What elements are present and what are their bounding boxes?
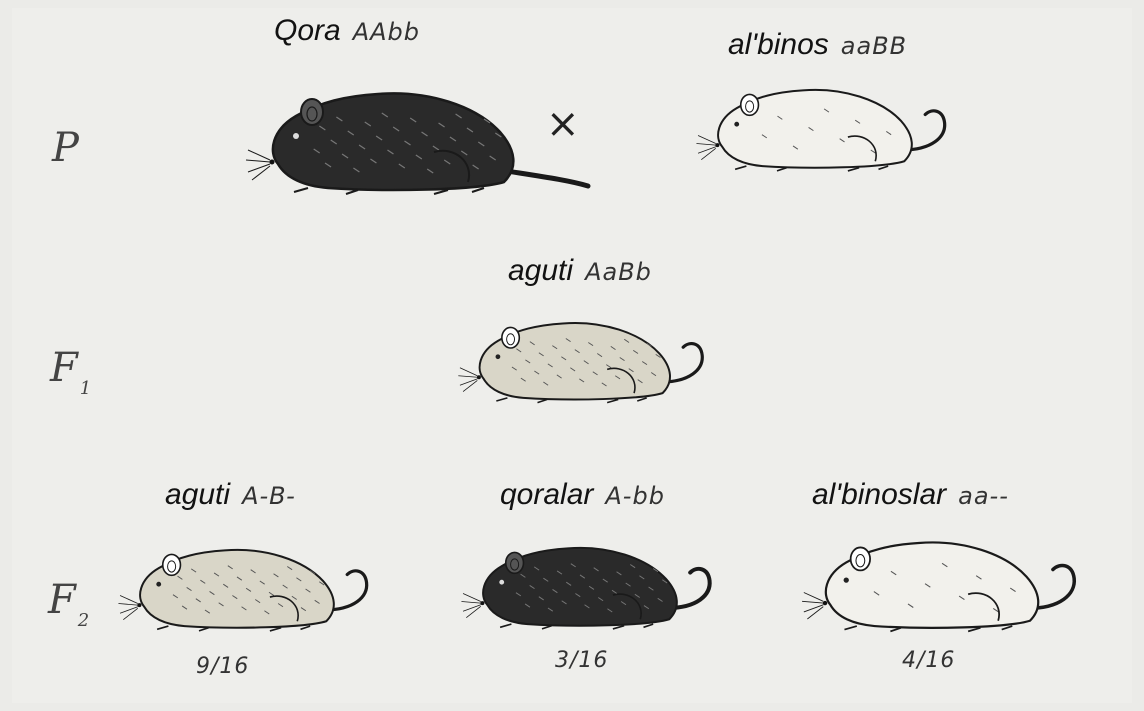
f2-black-label: qoralar A-bb	[500, 480, 665, 510]
f2-agouti-ratio: 9/16	[196, 656, 249, 678]
f2-black-ratio: 3/16	[555, 650, 608, 672]
f2-black-mouse	[455, 528, 745, 638]
parent-albino-name: al'binos	[728, 28, 829, 61]
parent-black-name: Qora	[274, 14, 341, 47]
parent-albino-label: al'binos aaBB	[728, 30, 907, 60]
generation-label-p: P	[52, 128, 79, 168]
parent-black-label: Qora AAbb	[274, 16, 420, 46]
f1-genotype: AaBb	[585, 258, 652, 286]
f2-albino-name: al'binoslar	[812, 478, 946, 511]
f1-label: aguti AaBb	[508, 256, 652, 286]
f2-albino-ratio: 4/16	[902, 650, 955, 672]
f2-black-name: qoralar	[500, 478, 593, 511]
f2-agouti-mouse	[112, 530, 402, 640]
f2-black-genotype: A-bb	[605, 482, 665, 510]
parent-black-mouse	[238, 72, 598, 202]
f1-name: aguti	[508, 254, 573, 287]
parent-albino-mouse	[690, 70, 980, 180]
f2-agouti-label: aguti A-B-	[165, 480, 296, 510]
f1-agouti-mouse	[452, 305, 737, 410]
parent-albino-genotype: aaBB	[841, 32, 907, 60]
f2-agouti-genotype: A-B-	[242, 482, 296, 510]
parent-black-genotype: AAbb	[353, 18, 420, 46]
f2-albino-label: al'binoslar aa--	[812, 480, 1009, 510]
f2-albino-genotype: aa--	[958, 482, 1009, 510]
f2-albino-mouse	[795, 522, 1113, 640]
f2-agouti-name: aguti	[165, 478, 230, 511]
